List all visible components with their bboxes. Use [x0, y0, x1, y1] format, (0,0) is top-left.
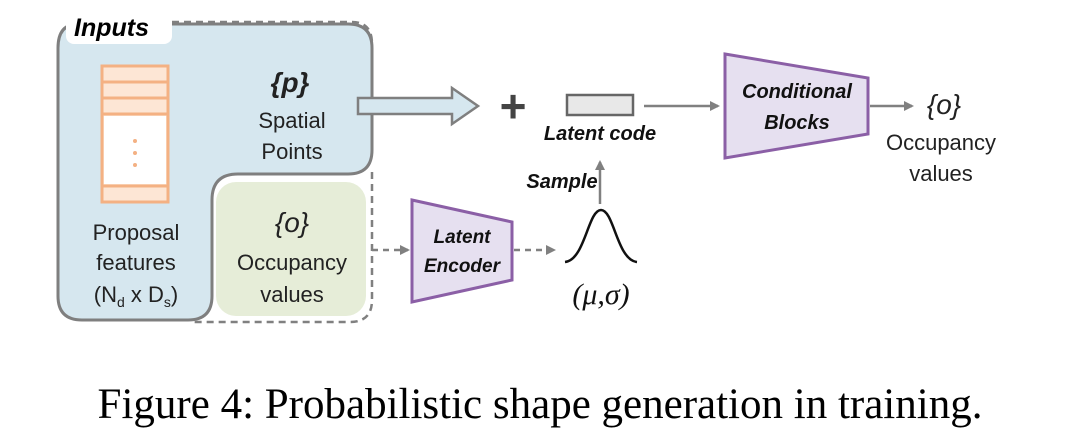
distribution-label: (μ,σ) — [572, 278, 629, 311]
spatial-points-line2: Points — [261, 139, 322, 164]
latent-code-label: Latent code — [544, 123, 656, 145]
proposal-feature-stack — [100, 64, 170, 204]
conditional-blocks-line2: Blocks — [764, 112, 830, 134]
proposal-features-dims: (Nd x Ds) — [94, 282, 178, 310]
sample-label: Sample — [526, 171, 597, 193]
output-symbol: {o} — [927, 89, 961, 120]
output-line2: values — [909, 161, 973, 186]
output-line1: Occupancy — [886, 130, 996, 155]
occupancy-input-box — [216, 182, 366, 316]
proposal-features-line2: features — [96, 250, 176, 275]
latent-code-bar — [565, 93, 635, 117]
inputs-label: Inputs — [74, 14, 149, 42]
conditional-blocks — [723, 52, 870, 160]
figure-caption: Figure 4: Probabilistic shape generation… — [98, 381, 983, 428]
occupancy-input-line2: values — [260, 282, 324, 307]
plus-sign: + — [500, 80, 527, 132]
inputs-label-bg — [66, 10, 172, 44]
latent-encoder-line2: Encoder — [424, 256, 502, 277]
latent-encoder-block — [410, 198, 514, 304]
inputs-dashed-border — [172, 20, 374, 324]
proposal-features-line1: Proposal — [93, 220, 180, 245]
spatial-to-plus-arrow — [356, 85, 481, 127]
gaussian-curve — [564, 208, 638, 264]
conditional-blocks-line1: Conditional — [742, 81, 852, 103]
occupancy-input-symbol: {o} — [275, 207, 309, 238]
spatial-points-symbol: {p} — [271, 67, 310, 98]
spatial-points-line1: Spatial — [258, 108, 325, 133]
latent-encoder-line1: Latent — [434, 227, 492, 248]
occupancy-input-line1: Occupancy — [237, 250, 347, 275]
